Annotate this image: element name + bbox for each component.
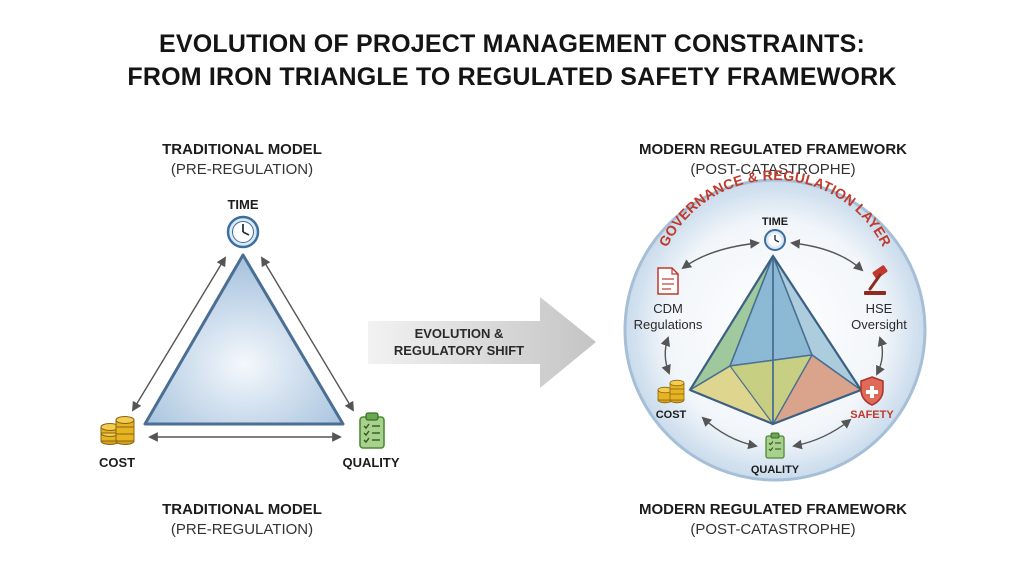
left-quality-label: QUALITY [342, 455, 399, 470]
document-icon [657, 267, 679, 295]
arrow-label-line-2: REGULATORY SHIFT [394, 343, 524, 358]
clipboard-icon [359, 412, 385, 449]
clipboard-icon [765, 432, 785, 459]
time-hse-arrow [790, 238, 864, 272]
regulated-framework-diagram: GOVERNANCE & REGULATION LAYER TIME [623, 167, 927, 482]
cdm-label-line-1: CDM [653, 301, 683, 316]
hse-label-line-2: Oversight [851, 317, 907, 332]
right-heading-bottom: MODERN REGULATED FRAMEWORK (POST-CATASTR… [590, 500, 956, 540]
hse-label-line-1: HSE [866, 301, 893, 316]
right-caption-subtitle: (POST-CATASTROPHE) [690, 521, 856, 538]
left-caption-title: TRADITIONAL MODEL [162, 501, 322, 518]
right-heading-subtitle: (POST-CATASTROPHE) [690, 161, 856, 178]
time-cost-arrow [131, 256, 227, 412]
left-heading-title: TRADITIONAL MODEL [162, 141, 322, 158]
constraint-pyramid [688, 253, 863, 426]
left-heading-subtitle: (PRE-REGULATION) [170, 161, 314, 178]
evolution-arrow: EVOLUTION & REGULATORY SHIFT [368, 297, 596, 388]
right-caption-title: MODERN REGULATED FRAMEWORK [638, 501, 908, 518]
left-cost-label: COST [99, 455, 135, 470]
hse-safety-arrow [876, 336, 888, 376]
right-heading-top: MODERN REGULATED FRAMEWORK (POST-CATASTR… [590, 140, 956, 180]
safety-label: SAFETY [850, 409, 894, 421]
iron-triangle-diagram: TIME COST [99, 197, 400, 470]
right-quality-label: QUALITY [751, 464, 800, 476]
iron-triangle [143, 253, 345, 426]
left-heading-bottom: TRADITIONAL MODEL (PRE-REGULATION) [120, 500, 364, 540]
time-cdm-arrow [681, 238, 760, 270]
left-caption-subtitle: (PRE-REGULATION) [170, 521, 314, 538]
cdm-label-line-2: Regulations [634, 317, 703, 332]
left-heading-top: TRADITIONAL MODEL (PRE-REGULATION) [120, 140, 364, 180]
quality-safety-curve-arrow [792, 418, 852, 450]
time-quality-arrow [260, 256, 355, 412]
shield-icon [860, 376, 884, 406]
clock-icon [226, 215, 260, 249]
right-cost-label: COST [656, 409, 687, 421]
arrow-label-line-1: EVOLUTION & [415, 326, 504, 341]
title-line-1: EVOLUTION OF PROJECT MANAGEMENT CONSTRAI… [158, 30, 866, 58]
coins-icon [657, 379, 685, 404]
coins-icon [100, 416, 135, 445]
left-time-label: TIME [227, 197, 258, 212]
cost-quality-curve-arrow [701, 416, 758, 450]
cdm-cost-arrow [660, 336, 671, 375]
clock-icon [764, 229, 786, 251]
gavel-icon [864, 265, 888, 295]
page-title: EVOLUTION OF PROJECT MANAGEMENT CONSTRAI… [0, 28, 1024, 94]
title-line-2: FROM IRON TRIANGLE TO REGULATED SAFETY F… [127, 63, 897, 91]
right-heading-title: MODERN REGULATED FRAMEWORK [638, 141, 908, 158]
right-time-label: TIME [762, 216, 788, 228]
